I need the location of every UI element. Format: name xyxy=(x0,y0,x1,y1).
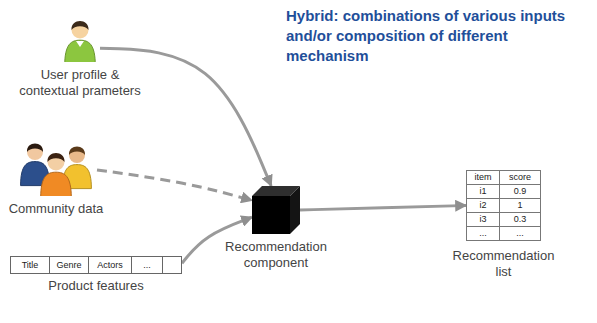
cube-front xyxy=(252,196,290,234)
person-body xyxy=(65,40,96,62)
person-head xyxy=(69,147,85,163)
empty-cell xyxy=(163,257,181,273)
table-cell: i1 xyxy=(467,185,499,198)
result-table: Recommendation listitemscorei10.9i21i30.… xyxy=(466,170,541,241)
table-cell: Title xyxy=(11,257,49,273)
table-cell: 0.9 xyxy=(500,185,540,198)
person-head xyxy=(27,144,43,160)
node-label: Product features xyxy=(16,278,176,294)
collar xyxy=(76,41,84,47)
flow-arrow xyxy=(300,206,466,211)
person-hair xyxy=(27,144,43,152)
person-hair xyxy=(71,21,88,30)
table-cell: Genre xyxy=(50,257,88,273)
node-label: User profile & contextual prameters xyxy=(10,67,150,99)
black-box-drawing xyxy=(252,186,300,234)
person-head xyxy=(48,154,65,171)
person-hair xyxy=(69,147,85,155)
table-cell: i3 xyxy=(467,213,499,226)
table-cell: ... xyxy=(132,257,162,273)
table-cell: ... xyxy=(467,227,499,240)
diagram-title: Hybrid: combinations of various inputs a… xyxy=(286,6,590,66)
user-icon: User profile & contextual prameters xyxy=(60,16,100,62)
community-icon: Community data xyxy=(15,138,97,196)
table-cell: 1 xyxy=(500,199,540,212)
table-cell: score xyxy=(500,171,540,184)
table-cell: i2 xyxy=(467,199,499,212)
user-icon-drawing xyxy=(60,16,100,62)
person-head xyxy=(72,22,89,39)
flow-arrow xyxy=(100,48,271,186)
black-box: Recommendation component xyxy=(252,186,300,234)
community-icon-drawing xyxy=(15,138,97,196)
node-label: Recommendation component xyxy=(216,239,336,271)
node-label: Recommendation list xyxy=(452,248,556,280)
table-cell: Actors xyxy=(89,257,131,273)
table-cell: ... xyxy=(500,227,540,240)
person-hair xyxy=(47,153,64,162)
node-label: Community data xyxy=(1,201,111,217)
feature-table: Product featuresTitleGenreActors... xyxy=(10,256,182,274)
dashed-arrow xyxy=(97,170,252,201)
person-body xyxy=(41,172,72,196)
table-cell: item xyxy=(467,171,499,184)
table-cell: 0.3 xyxy=(500,213,540,226)
cube-side xyxy=(290,186,300,234)
